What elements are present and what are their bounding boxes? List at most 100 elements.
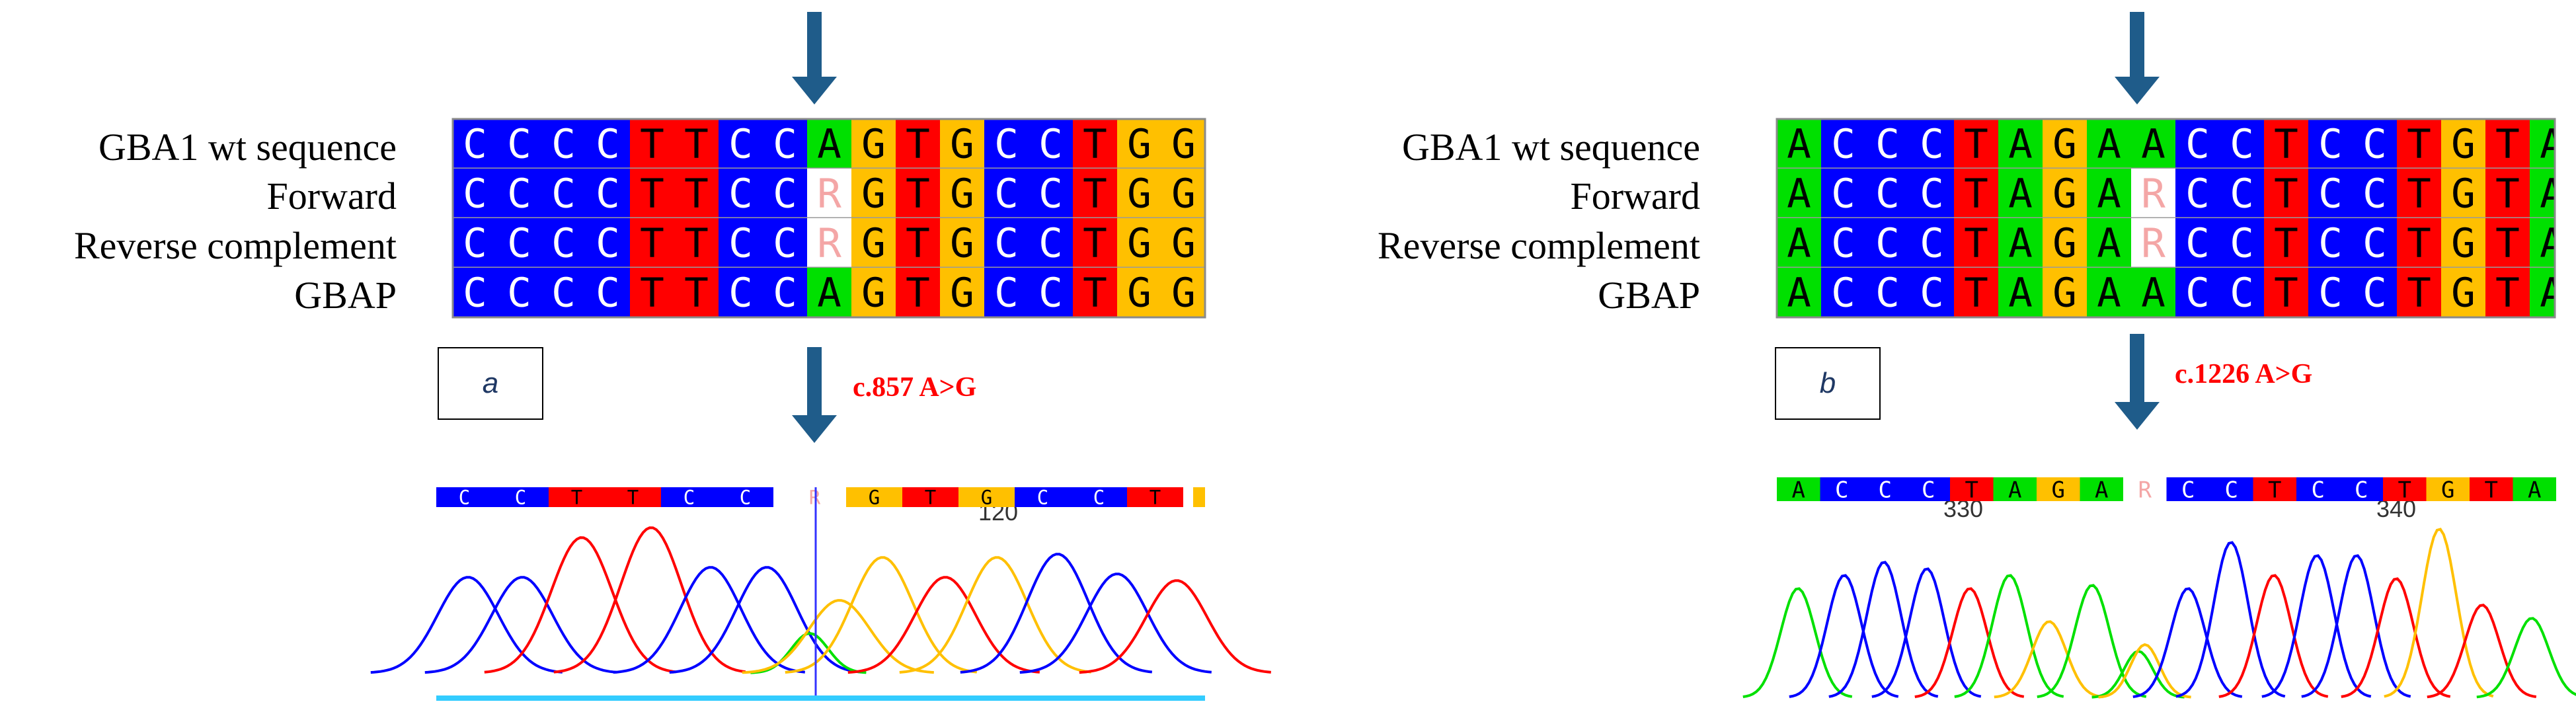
- base-cell: [2043, 169, 2087, 218]
- base-cell: [1998, 119, 2043, 169]
- base-letter: T: [1083, 270, 1107, 317]
- trace-peak: [2091, 649, 2185, 699]
- base-letter: A: [1787, 270, 1811, 317]
- base-letter: C: [1875, 121, 1900, 168]
- base-cell: [2530, 218, 2555, 268]
- trace-peak: [2301, 554, 2411, 698]
- base-cell: [2131, 218, 2175, 268]
- strip-cell: [1071, 487, 1127, 507]
- strip-letter: C: [459, 487, 470, 509]
- base-cell: [2441, 119, 2485, 169]
- base-letter: A: [2540, 220, 2564, 267]
- chromatogram-a: [370, 526, 1271, 674]
- base-cell: [2353, 169, 2397, 218]
- base-letter: G: [861, 270, 886, 317]
- base-cell: [630, 119, 674, 169]
- trace-peak: [2098, 643, 2191, 699]
- trace-peak: [2427, 604, 2537, 699]
- strip-letter: G: [981, 487, 992, 509]
- base-letter: R: [817, 220, 841, 267]
- strip-letter: G: [2052, 477, 2065, 504]
- base-letter: C: [1216, 121, 1240, 168]
- trace-peak: [899, 556, 1092, 674]
- base-cell: [763, 268, 807, 317]
- label-forward-b: Forward: [1570, 175, 1700, 218]
- base-cell: [763, 119, 807, 169]
- base-letter: T: [2274, 121, 2298, 168]
- strip-cell: [1015, 487, 1071, 507]
- trace-peak: [370, 576, 563, 674]
- base-letter: C: [507, 270, 531, 317]
- base-cell: [2264, 169, 2308, 218]
- strip-cell: [958, 487, 1015, 507]
- strip-letter: C: [2225, 477, 2238, 504]
- base-letter: C: [994, 171, 1019, 218]
- base-letter: T: [1083, 121, 1107, 168]
- base-letter: C: [463, 220, 487, 267]
- base-cell: [2530, 169, 2555, 218]
- base-cell: [851, 218, 896, 268]
- base-letter: A: [2141, 121, 2166, 168]
- base-letter: G: [2052, 220, 2077, 267]
- base-cell: [1821, 268, 1865, 317]
- base-cell: [1777, 268, 1821, 317]
- trace-peak: [960, 553, 1152, 674]
- strip-cell: [1906, 477, 1950, 501]
- base-letter: C: [1920, 171, 1944, 218]
- base-cell: [940, 268, 984, 317]
- base-cell: [2441, 169, 2485, 218]
- strip-letter: A: [1792, 477, 1805, 504]
- arrow-head: [792, 77, 837, 104]
- trace-peak: [785, 556, 978, 674]
- base-letter: C: [463, 121, 487, 168]
- label-gbap-b: GBAP: [1598, 274, 1700, 317]
- base-letter: C: [1831, 171, 1855, 218]
- base-cell: [674, 268, 719, 317]
- base-cell: [541, 218, 586, 268]
- label-gba1-wt-b: GBA1 wt sequence: [1401, 126, 1700, 169]
- strip-cell: [2470, 477, 2513, 501]
- base-cell: [453, 218, 497, 268]
- arrow-shaft: [2130, 334, 2144, 405]
- base-cell: [674, 218, 719, 268]
- base-cell: [2131, 268, 2175, 317]
- base-cell: [1073, 268, 1117, 317]
- base-letter: C: [551, 220, 576, 267]
- trace-peak: [1742, 587, 1853, 698]
- base-cell: [1073, 218, 1117, 268]
- base-letter: C: [2318, 220, 2343, 267]
- base-cell: [497, 169, 541, 218]
- base-letter: C: [2185, 220, 2210, 267]
- base-cell: [2087, 218, 2131, 268]
- base-letter: C: [1875, 220, 1900, 267]
- base-letter: C: [2362, 220, 2387, 267]
- arrow-head: [792, 415, 837, 443]
- base-letter: C: [463, 270, 487, 317]
- base-letter: T: [2495, 121, 2520, 168]
- base-cell: [2530, 119, 2555, 169]
- base-cell: [763, 218, 807, 268]
- base-letter: T: [906, 121, 930, 168]
- strip-letter: A: [2095, 477, 2108, 504]
- base-letter: C: [1831, 220, 1855, 267]
- base-letter: C: [507, 121, 531, 168]
- base-cell: [1777, 218, 1821, 268]
- strip-cell: [2253, 477, 2296, 501]
- base-cell: [1954, 119, 1998, 169]
- base-cell: [2220, 119, 2264, 169]
- base-cell: [1865, 119, 1910, 169]
- base-cell: [851, 268, 896, 317]
- base-cell: [1206, 119, 1250, 169]
- strip-letter: T: [925, 487, 936, 509]
- strip-letter: G: [2441, 477, 2454, 504]
- base-letter: C: [1038, 270, 1063, 317]
- trace-peak: [1914, 587, 2025, 698]
- strip-letter: C: [740, 487, 751, 509]
- base-cell: [1073, 119, 1117, 169]
- strip-letter: C: [2312, 477, 2325, 504]
- base-cell: [940, 119, 984, 169]
- base-letter: G: [1171, 220, 1196, 267]
- base-letter: C: [1216, 270, 1240, 317]
- base-cell: [1821, 169, 1865, 218]
- base-cell: [2131, 119, 2175, 169]
